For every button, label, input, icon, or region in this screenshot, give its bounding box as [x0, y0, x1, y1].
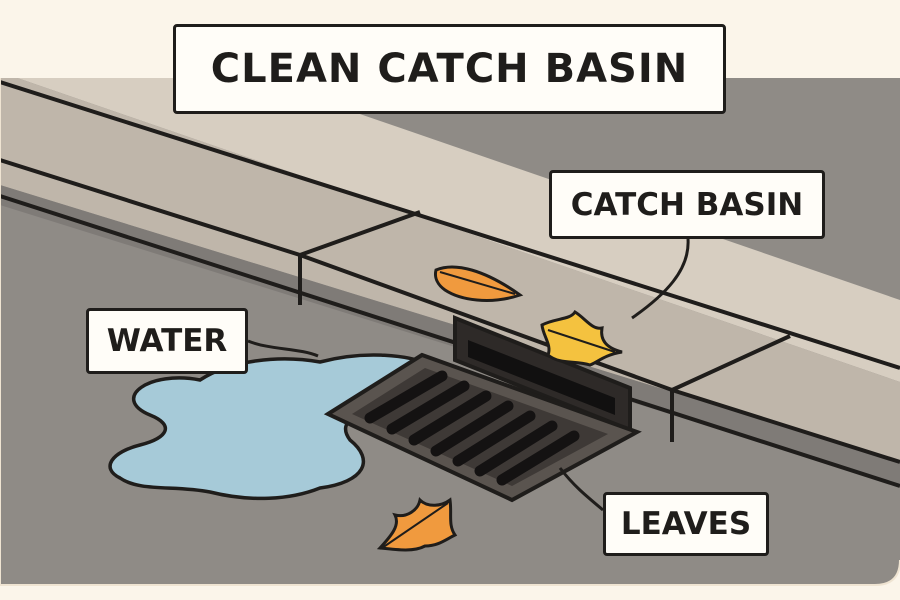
curb-front-edge	[0, 158, 900, 464]
leaf-yellow-basin	[540, 309, 623, 367]
leaf-vein	[547, 329, 616, 353]
curb-shadow	[0, 185, 900, 486]
curb-back-edge	[0, 80, 900, 370]
water-leader-line	[247, 339, 319, 358]
water-label: WATER	[86, 308, 248, 374]
drain-grate-slots	[364, 370, 580, 486]
leaf-vein	[381, 502, 449, 549]
catch-basin-label: CATCH BASIN	[549, 170, 825, 239]
water-puddle	[108, 353, 440, 501]
page-title: CLEAN CATCH BASIN	[173, 24, 726, 114]
leaves-label: LEAVES	[603, 492, 769, 556]
catch-basin-leader-line	[631, 238, 690, 320]
curb-bottom-edge	[0, 194, 900, 488]
leaf-vein	[439, 271, 516, 295]
curb-inlet-slot	[468, 340, 615, 415]
curb-joint	[671, 334, 791, 392]
leaves-leader-line	[558, 467, 604, 512]
curb-joint	[299, 210, 421, 257]
